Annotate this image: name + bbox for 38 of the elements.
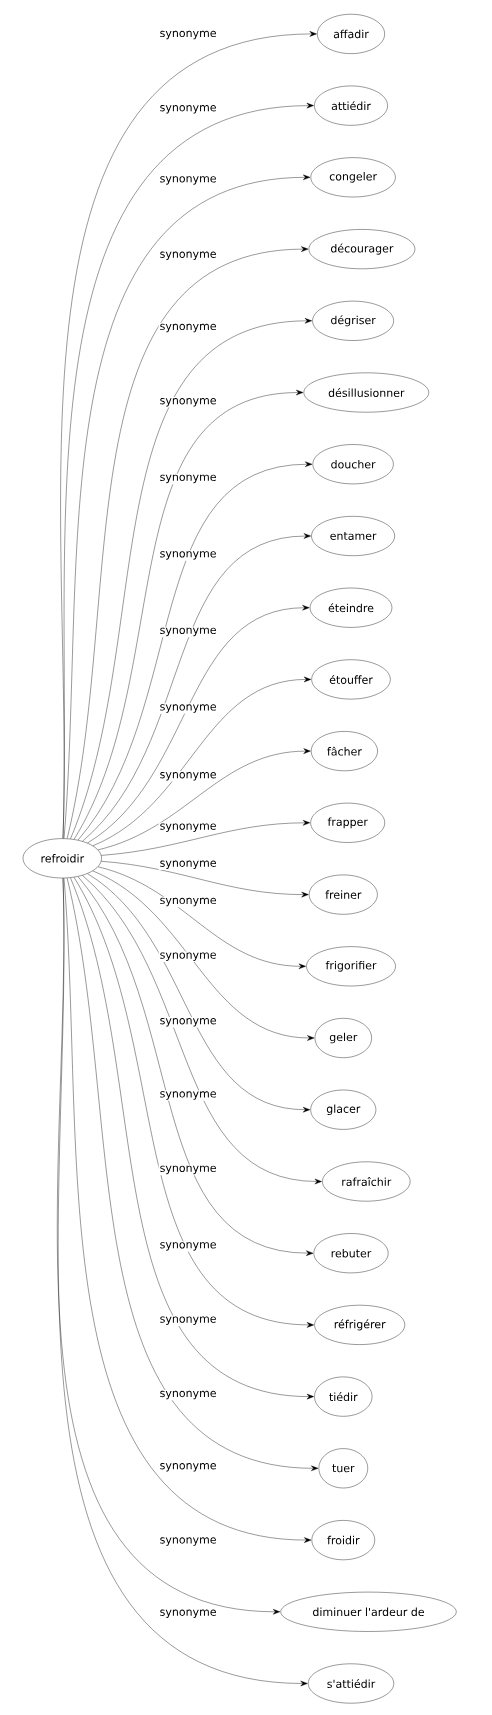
edge-label: synonyme xyxy=(158,250,218,262)
arrow xyxy=(101,820,311,856)
edge-label: synonyme xyxy=(158,822,218,833)
edge-label: synonyme xyxy=(158,322,218,334)
arrow xyxy=(77,461,313,841)
arrow xyxy=(58,878,308,1687)
edge-label: synonyme xyxy=(158,473,218,485)
edge-label: synonyme xyxy=(158,1090,218,1101)
edge-label: synonyme xyxy=(158,896,218,908)
edge-label: synonyme xyxy=(158,1462,218,1473)
edge-label: synonyme xyxy=(158,771,218,782)
edge-label: synonyme xyxy=(158,175,218,186)
edge-label: synonyme xyxy=(158,1241,218,1252)
arrow xyxy=(97,866,306,970)
arrow xyxy=(92,870,315,1041)
arrow xyxy=(92,676,312,846)
edge-label: synonyme xyxy=(158,951,218,962)
arrow xyxy=(82,533,311,842)
arrow xyxy=(87,604,310,844)
edge-label: synonyme xyxy=(158,703,218,714)
edge-label: synonyme xyxy=(158,1536,218,1547)
arrow xyxy=(101,861,309,898)
edge-label: synonyme xyxy=(158,29,218,41)
arrow xyxy=(97,748,311,851)
arrow xyxy=(82,875,322,1185)
arrow xyxy=(73,389,304,840)
edge-label: synonyme xyxy=(158,104,218,115)
edge-label: synonyme xyxy=(158,1315,218,1326)
edge-label: synonyme xyxy=(158,1608,218,1619)
edge-label: synonyme xyxy=(158,550,218,561)
arrow xyxy=(77,876,314,1256)
edge-label: synonyme xyxy=(158,1017,218,1028)
edge-label: synonyme xyxy=(158,397,218,408)
edge-label: synonyme xyxy=(158,1164,218,1176)
edge-label: synonyme xyxy=(158,1389,218,1401)
arrow xyxy=(87,873,311,1113)
edge-label: synonyme xyxy=(158,859,218,871)
edge-label: synonyme xyxy=(158,626,218,638)
